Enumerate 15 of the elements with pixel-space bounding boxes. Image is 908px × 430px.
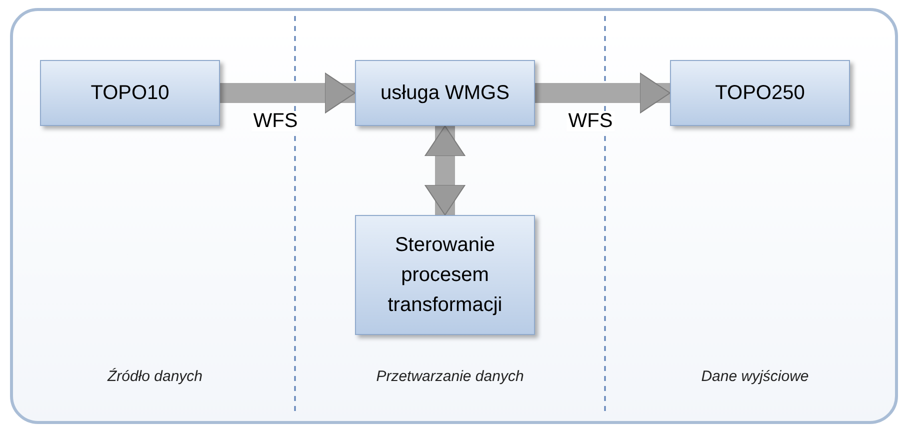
section-caption: Dane wyjściowe	[701, 367, 809, 387]
box-label: TOPO10	[90, 81, 170, 106]
box-label: usługa WMGS	[380, 81, 510, 106]
box-label: Sterowanie procesem transformacji	[386, 233, 504, 318]
block-arrow	[535, 72, 670, 114]
process-box	[670, 60, 850, 126]
process-box	[40, 60, 220, 126]
block-arrow	[424, 126, 466, 216]
process-box	[355, 60, 535, 126]
edge-label: WFS	[251, 111, 300, 131]
edge-label: WFS	[566, 111, 615, 131]
section-caption: Przetwarzanie danych	[376, 367, 524, 387]
section-caption: Źródło danych	[107, 367, 203, 387]
process-box	[355, 215, 535, 335]
box-label: TOPO250	[715, 81, 805, 106]
